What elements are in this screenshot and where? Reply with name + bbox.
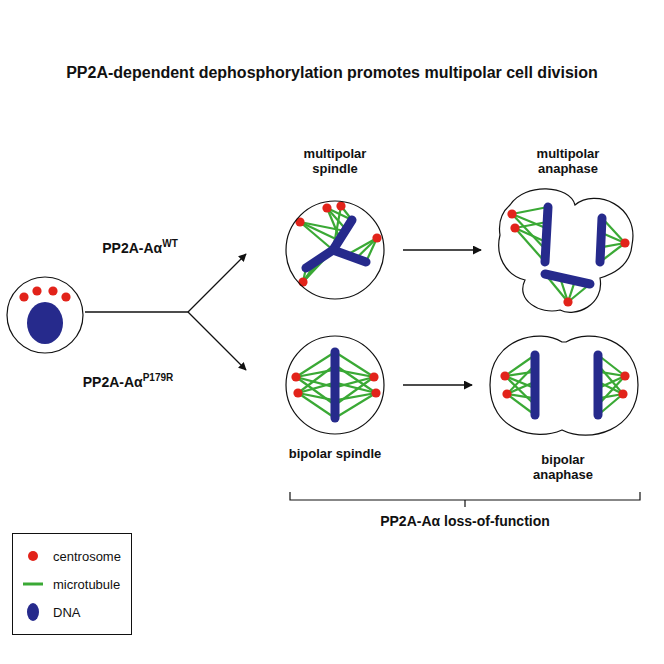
cell-membrane <box>490 336 638 435</box>
dna <box>331 352 340 418</box>
legend-text: DNA <box>53 605 80 620</box>
microtubule <box>335 365 376 393</box>
branch-line <box>85 311 188 312</box>
centrosome <box>500 371 509 380</box>
process-arrow <box>403 249 481 250</box>
centrosome <box>322 203 331 212</box>
cell-outline <box>7 277 83 353</box>
cell-node: multipolar spindle <box>285 200 385 300</box>
label-group: PP2A-AαP179R <box>18 372 238 390</box>
label: PP2A-Aα <box>102 240 162 256</box>
centrosome <box>620 238 629 247</box>
microtubule <box>515 228 546 242</box>
microtubule <box>303 250 333 282</box>
centrosome <box>291 372 300 381</box>
dna <box>545 274 590 284</box>
cell-outline <box>285 335 385 435</box>
centrosome <box>372 233 381 242</box>
cell-heading: multipolar anaphase <box>520 146 616 176</box>
microtubule <box>298 365 335 393</box>
cell-membrane <box>286 336 384 434</box>
microtubule <box>515 222 547 228</box>
legend-text: centrosome <box>53 549 121 564</box>
centrosome <box>61 292 70 301</box>
centrosome <box>507 209 516 218</box>
label-group: PP2A-Aα loss-of-function <box>355 513 575 529</box>
dna <box>333 250 366 262</box>
superscript: WT <box>162 238 178 249</box>
dna <box>333 220 352 250</box>
microtubule <box>512 207 548 214</box>
title: PP2A-dependent dephosphorylation promote… <box>0 64 664 82</box>
legend-swatch <box>21 546 45 566</box>
microtubule <box>515 228 545 262</box>
cell-membrane <box>286 201 384 299</box>
centrosome <box>32 286 41 295</box>
cell-node: bipolar anaphase <box>484 325 642 447</box>
cell-node: bipolar spindle <box>285 335 385 435</box>
centrosome <box>563 297 572 306</box>
legend-swatch <box>21 574 45 594</box>
label: PP2A-Aα loss-of-function <box>380 513 550 529</box>
centrosome <box>510 223 519 232</box>
cell-node: multipolar anaphase <box>493 180 643 322</box>
centrosome <box>369 372 378 381</box>
legend-text: microtubule <box>53 577 120 592</box>
microtubule <box>335 393 376 418</box>
microtubule <box>298 393 335 418</box>
dna <box>531 355 540 415</box>
legend-swatch <box>21 602 45 622</box>
centrosome <box>371 388 380 397</box>
branch-arrow <box>188 254 246 312</box>
microtubule <box>335 370 374 377</box>
centrosome <box>19 292 28 301</box>
label: PP2A-Aα <box>83 374 143 390</box>
microtubule <box>335 383 376 393</box>
cell-heading: bipolar spindle <box>287 446 383 461</box>
dna <box>306 250 333 268</box>
cell-membrane <box>499 189 633 312</box>
cell-outline <box>285 200 385 300</box>
process-arrow <box>403 384 472 385</box>
dna <box>545 207 548 262</box>
centrosome <box>620 371 629 380</box>
cell-heading: multipolar spindle <box>287 146 383 176</box>
dna <box>600 218 602 262</box>
centrosome <box>298 277 307 286</box>
bracket <box>290 492 640 507</box>
centrosome <box>336 201 345 210</box>
superscript: P179R <box>143 372 174 383</box>
cell-heading: bipolar anaphase <box>515 452 611 482</box>
legend-box: centrosome microtubuleDNA <box>12 533 132 635</box>
microtubule <box>296 352 335 377</box>
cell-outline <box>484 325 642 447</box>
legend-item: microtubule <box>21 570 121 598</box>
legend-item: DNA <box>21 598 121 626</box>
centrosome <box>502 389 511 398</box>
microtubule <box>298 383 335 393</box>
centrosome <box>48 286 57 295</box>
label-group: PP2A-AαWT <box>30 238 250 256</box>
nucleus <box>27 302 63 344</box>
legend-item: centrosome <box>21 542 121 570</box>
centrosome <box>618 389 627 398</box>
centrosome <box>293 388 302 397</box>
branch-arrow <box>188 312 246 370</box>
cell-outline <box>493 180 643 322</box>
dna <box>594 355 603 415</box>
microtubule <box>335 352 374 377</box>
